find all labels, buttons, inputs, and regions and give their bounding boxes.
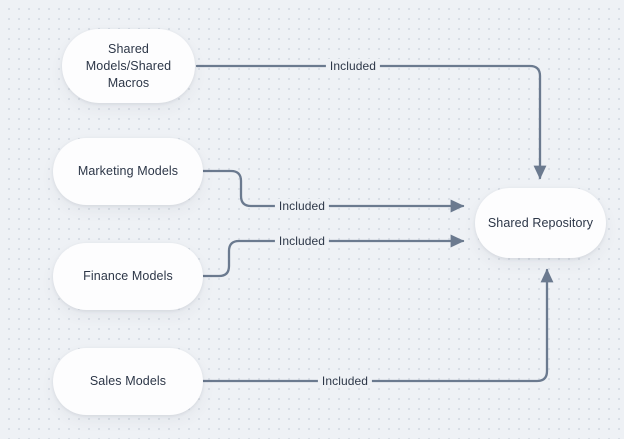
edge-label-shared-models: Included [325, 59, 381, 73]
node-label-marketing-models: Marketing Models [77, 164, 179, 178]
edge-label-sales-models: Included [317, 374, 373, 388]
node-sales-models[interactable]: Sales Models [53, 348, 203, 415]
node-label-shared-repository: Shared Repository [487, 215, 594, 230]
node-label-finance-models: Finance Models [83, 269, 173, 283]
node-finance-models[interactable]: Finance Models [53, 243, 203, 310]
edge-path-shared-models [195, 64, 547, 180]
edge-label-marketing-models: Included [274, 199, 330, 213]
node-label-sales-models: Sales Models [89, 374, 167, 388]
node-label-shared-models: Shared Models/Shared Macros [85, 41, 172, 90]
node-shared-models[interactable]: Shared Models/Shared Macros [62, 29, 195, 103]
node-marketing-models[interactable]: Marketing Models [53, 138, 203, 205]
edge-path-sales-models [201, 268, 554, 383]
edge-label-finance-models: Included [274, 234, 330, 248]
edge-path-finance-models [201, 234, 465, 278]
node-shared-repository[interactable]: Shared Repository [475, 188, 606, 258]
edge-path-marketing-models [201, 169, 465, 213]
